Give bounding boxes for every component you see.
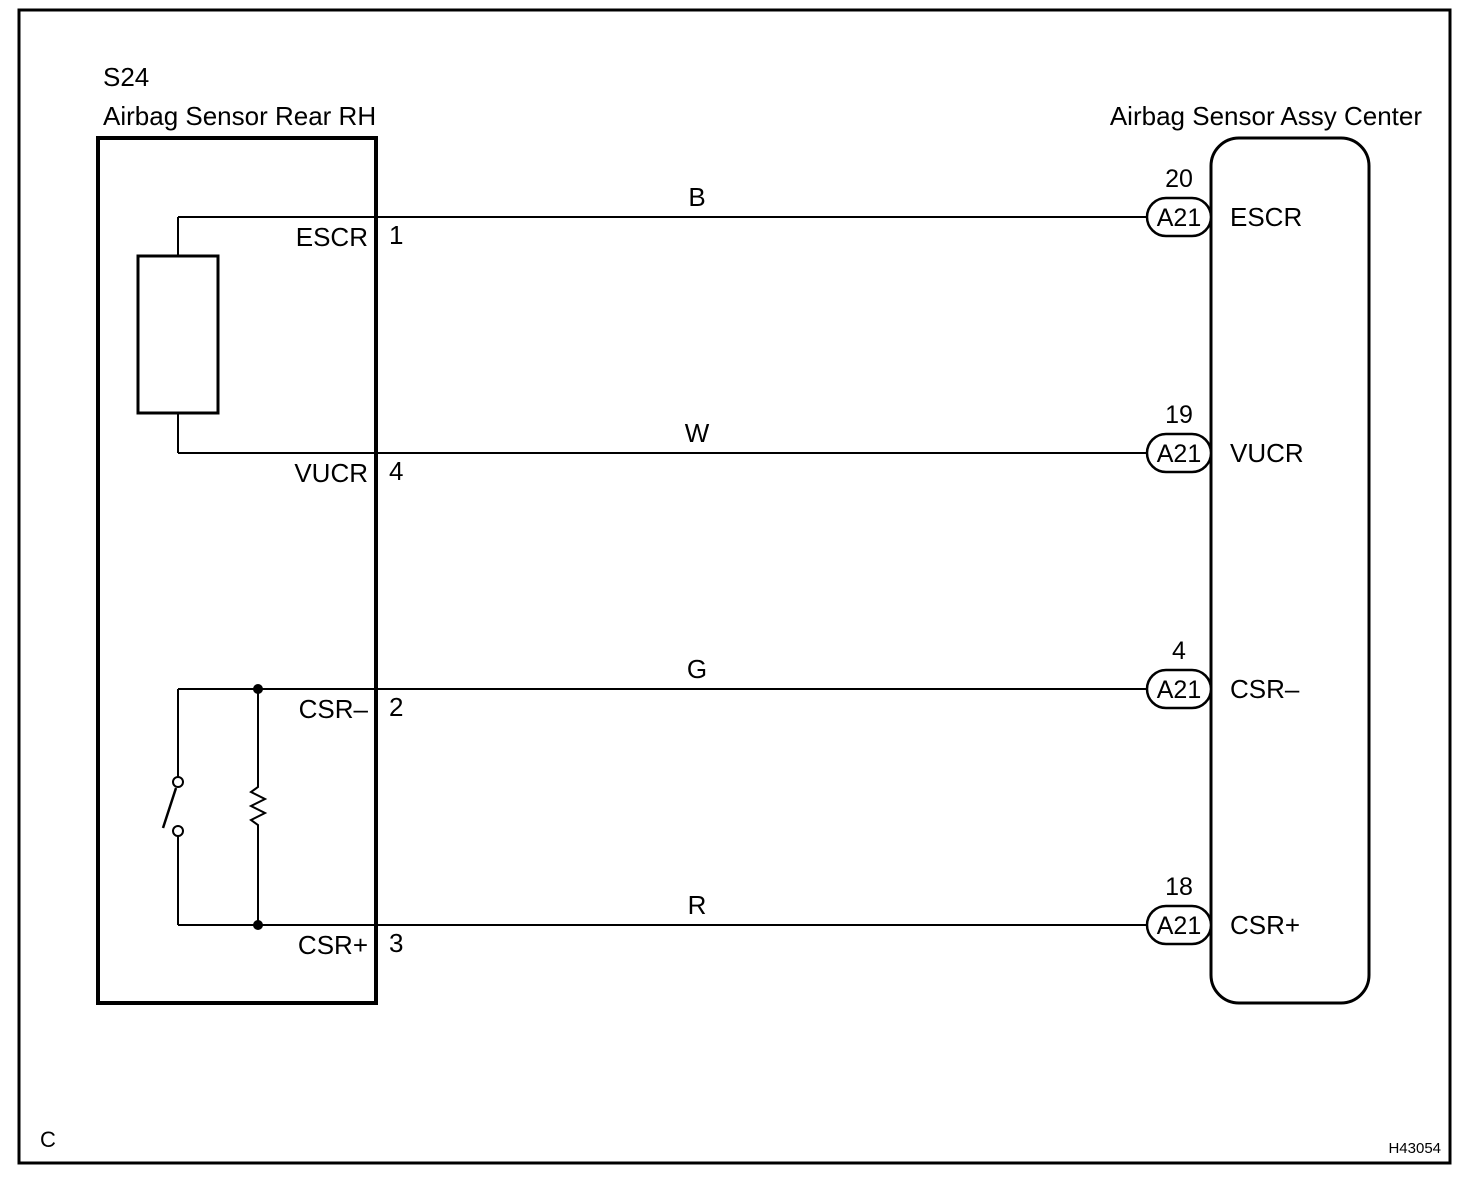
figure-id: H43054 <box>1388 1140 1441 1157</box>
wire-color-label: W <box>685 418 710 448</box>
safing-switch-circuit <box>161 684 376 930</box>
connector-label: A21 <box>1157 440 1201 468</box>
left-pin-number: 4 <box>389 456 403 486</box>
wire-color-label: G <box>687 654 707 684</box>
connector-label: A21 <box>1157 912 1201 940</box>
connector-oval <box>1145 904 1213 946</box>
right-pin-number: 19 <box>1165 401 1193 429</box>
left-terminal-label: ESCR <box>296 222 368 252</box>
left-pin-number: 3 <box>389 928 403 958</box>
left-terminal-label: CSR+ <box>298 930 368 960</box>
right-component-name: Airbag Sensor Assy Center <box>1110 101 1422 131</box>
wire-color-label: B <box>688 182 705 212</box>
right-terminal-label: CSR– <box>1230 674 1300 704</box>
right-component-box <box>1209 136 1371 1005</box>
connector-oval <box>1145 432 1213 474</box>
right-terminal-label: CSR+ <box>1230 910 1300 940</box>
left-component-name: Airbag Sensor Rear RH <box>103 101 376 131</box>
right-pin-number: 20 <box>1165 165 1193 193</box>
sensor-element <box>136 216 376 454</box>
connector-label: A21 <box>1157 676 1201 704</box>
left-component-box <box>96 136 378 1005</box>
right-pin-number: 4 <box>1172 637 1186 665</box>
left-terminal-label: VUCR <box>294 458 368 488</box>
right-pin-number: 18 <box>1165 873 1193 901</box>
right-terminal-label: VUCR <box>1230 438 1304 468</box>
corner-label: C <box>40 1127 56 1152</box>
connector-oval <box>1145 668 1213 710</box>
left-terminal-label: CSR– <box>299 694 369 724</box>
wire-color-label: R <box>688 890 707 920</box>
left-component-id: S24 <box>103 62 149 92</box>
connector-oval <box>1145 196 1213 238</box>
left-pin-number: 1 <box>389 220 403 250</box>
left-pin-number: 2 <box>389 692 403 722</box>
right-terminal-label: ESCR <box>1230 202 1302 232</box>
diagram-frame <box>17 8 1452 1165</box>
connector-label: A21 <box>1157 204 1201 232</box>
